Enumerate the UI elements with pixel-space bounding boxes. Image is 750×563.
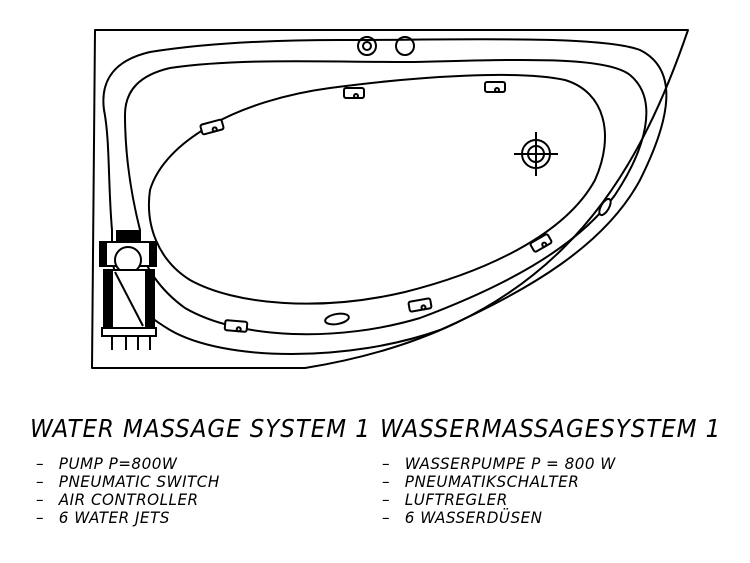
water-jets (199, 81, 612, 333)
pump-unit (99, 230, 157, 350)
list-item: –6 WATER JETS (36, 508, 170, 527)
jet-icon (223, 319, 249, 333)
left-feature-list: –PUMP P=800W –PNEUMATIC SWITCH –AIR CONT… (36, 455, 220, 527)
jet-icon (598, 197, 612, 217)
channel-inner (124, 58, 648, 336)
jet-icon (343, 87, 365, 99)
jet-icon (484, 81, 506, 93)
basin-outline (148, 73, 606, 305)
channel-outer (102, 38, 668, 355)
jet-icon (407, 297, 433, 313)
list-item: –PNEUMATIC SWITCH (36, 472, 220, 491)
jet-icon (529, 233, 553, 253)
list-item: –AIR CONTROLLER (36, 490, 199, 509)
drain-icon (514, 132, 558, 176)
right-title: WASSERMASSAGESYSTEM 1 (380, 414, 722, 443)
jet-icon (324, 312, 350, 326)
pump-cap (116, 230, 140, 242)
list-item: –PNEUMATIKSCHALTER (382, 472, 580, 491)
tap-right-icon (395, 36, 415, 56)
left-title: WATER MASSAGE SYSTEM 1 (30, 414, 371, 443)
list-item: –WASSERPUMPE P = 800 W (382, 454, 616, 473)
tap-left-icon (357, 36, 377, 56)
bathtub-drawing (91, 29, 689, 369)
faucet-icons (357, 36, 415, 56)
list-item: –LUFTREGLER (382, 490, 508, 509)
right-feature-list: –WASSERPUMPE P = 800 W –PNEUMATIKSCHALTE… (382, 455, 616, 527)
jet-icon (199, 118, 225, 136)
list-item: –6 WASSERDÜSEN (382, 508, 543, 527)
list-item: –PUMP P=800W (36, 454, 178, 473)
